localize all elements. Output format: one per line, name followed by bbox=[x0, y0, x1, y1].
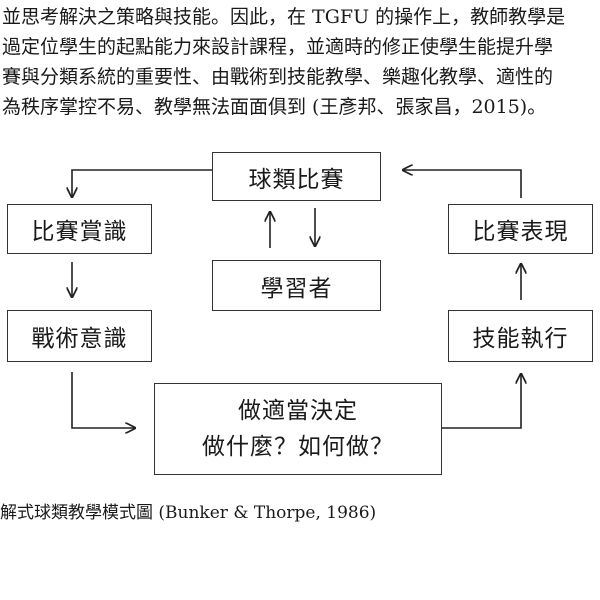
intro-paragraph: 並思考解決之策略與技能。因此，在 TGFU 的操作上，教師教學是 過定位學生的起… bbox=[0, 0, 600, 122]
arrow-tactics-to-decision bbox=[71, 372, 135, 428]
node-performance: 比賽表現 bbox=[448, 204, 593, 254]
paragraph-line: 為秩序掌控不易、教學無法面面俱到 (王彥邦、張家昌，2015)。 bbox=[2, 96, 547, 118]
arrow-decision-to-skill bbox=[442, 374, 521, 429]
node-decision-line2: 做什麼？如何做？ bbox=[202, 434, 394, 460]
node-tactical-awareness-label: 戰術意識 bbox=[31, 326, 128, 352]
figure-caption: 解式球類教學模式圖 (Bunker & Thorpe, 1986) bbox=[0, 503, 377, 523]
node-decision: 做適當決定 做什麼？如何做？ bbox=[154, 383, 442, 475]
node-game-label: 球類比賽 bbox=[248, 166, 345, 193]
arrow-game-to-appreciation bbox=[72, 169, 212, 197]
node-learner-label: 學習者 bbox=[260, 275, 333, 302]
node-skill-execution: 技能執行 bbox=[448, 310, 593, 362]
node-skill-execution-label: 技能執行 bbox=[472, 326, 569, 352]
node-appreciation: 比賽賞識 bbox=[7, 204, 152, 254]
node-appreciation-label: 比賽賞識 bbox=[31, 219, 128, 245]
node-tactical-awareness: 戰術意識 bbox=[7, 310, 152, 362]
paragraph-line: 並思考解決之策略與技能。因此，在 TGFU 的操作上，教師教學是 bbox=[2, 6, 566, 28]
node-game: 球類比賽 bbox=[212, 152, 381, 201]
arrow-performance-to-game bbox=[403, 170, 522, 198]
paragraph-line: 過定位學生的起點能力來設計課程，並適時的修正使學生能提升學 bbox=[2, 36, 554, 58]
node-learner: 學習者 bbox=[212, 260, 381, 311]
paragraph-line: 賽與分類系統的重要性、由戰術到技能教學、樂趣化教學、適性的 bbox=[2, 66, 554, 88]
node-decision-line1: 做適當決定 bbox=[238, 398, 358, 424]
node-performance-label: 比賽表現 bbox=[472, 219, 569, 245]
